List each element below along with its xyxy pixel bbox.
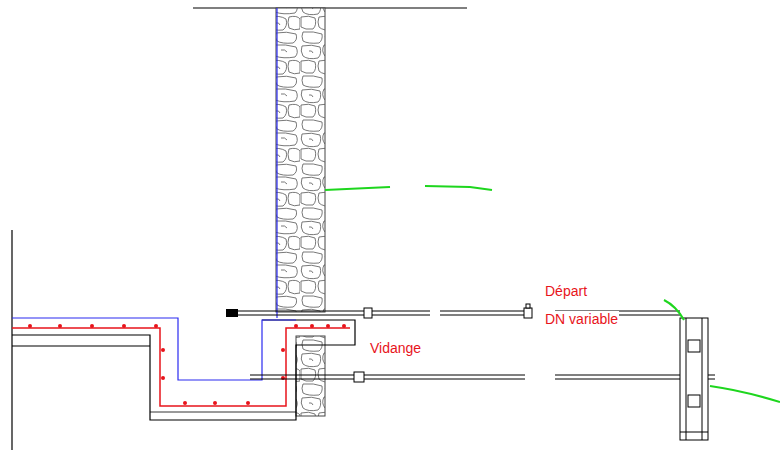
pipe-label: Vidange [369, 340, 422, 356]
pipe-label: DN variable [544, 311, 619, 327]
pipe-label: Départ [544, 283, 588, 299]
